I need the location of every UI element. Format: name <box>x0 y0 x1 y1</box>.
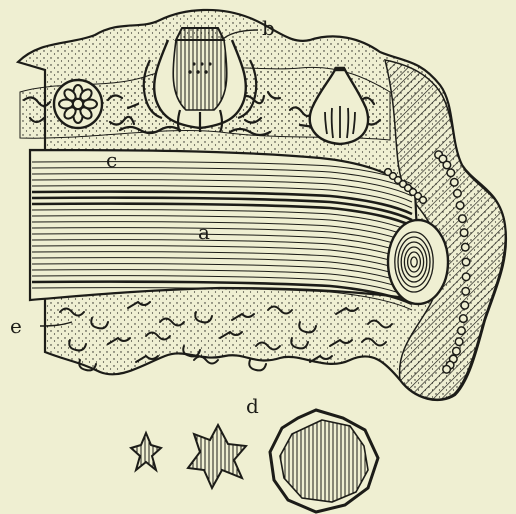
cell-dot <box>461 302 469 310</box>
cell-dot <box>458 327 466 335</box>
cell-dot <box>460 315 468 323</box>
rosette-cell <box>54 80 102 128</box>
cell-dot <box>420 197 427 204</box>
spicule-large <box>270 410 378 512</box>
bundle-cross-section <box>388 220 448 304</box>
label-b: b <box>262 18 275 38</box>
spicule-medium <box>188 425 246 488</box>
label-e: e <box>10 316 22 336</box>
cell-dot <box>460 229 468 237</box>
label-d: d <box>246 396 259 416</box>
cell-dot <box>459 215 467 223</box>
cell-dot <box>447 169 455 177</box>
cell-dot <box>456 202 464 210</box>
cell-dot <box>451 179 459 187</box>
cell-dot <box>453 347 461 355</box>
cell-dot <box>455 338 463 346</box>
cell-dot <box>462 288 470 296</box>
spicule-small <box>131 433 161 470</box>
cell-dot <box>443 161 451 169</box>
cell-dot <box>462 273 470 281</box>
cell-dot <box>462 258 470 266</box>
label-c: c <box>106 150 117 170</box>
label-a: a <box>198 222 210 242</box>
cell-dot <box>462 243 470 251</box>
cell-dot <box>443 366 451 374</box>
cell-dot <box>454 190 462 198</box>
fibre-bundle-a <box>30 150 420 300</box>
